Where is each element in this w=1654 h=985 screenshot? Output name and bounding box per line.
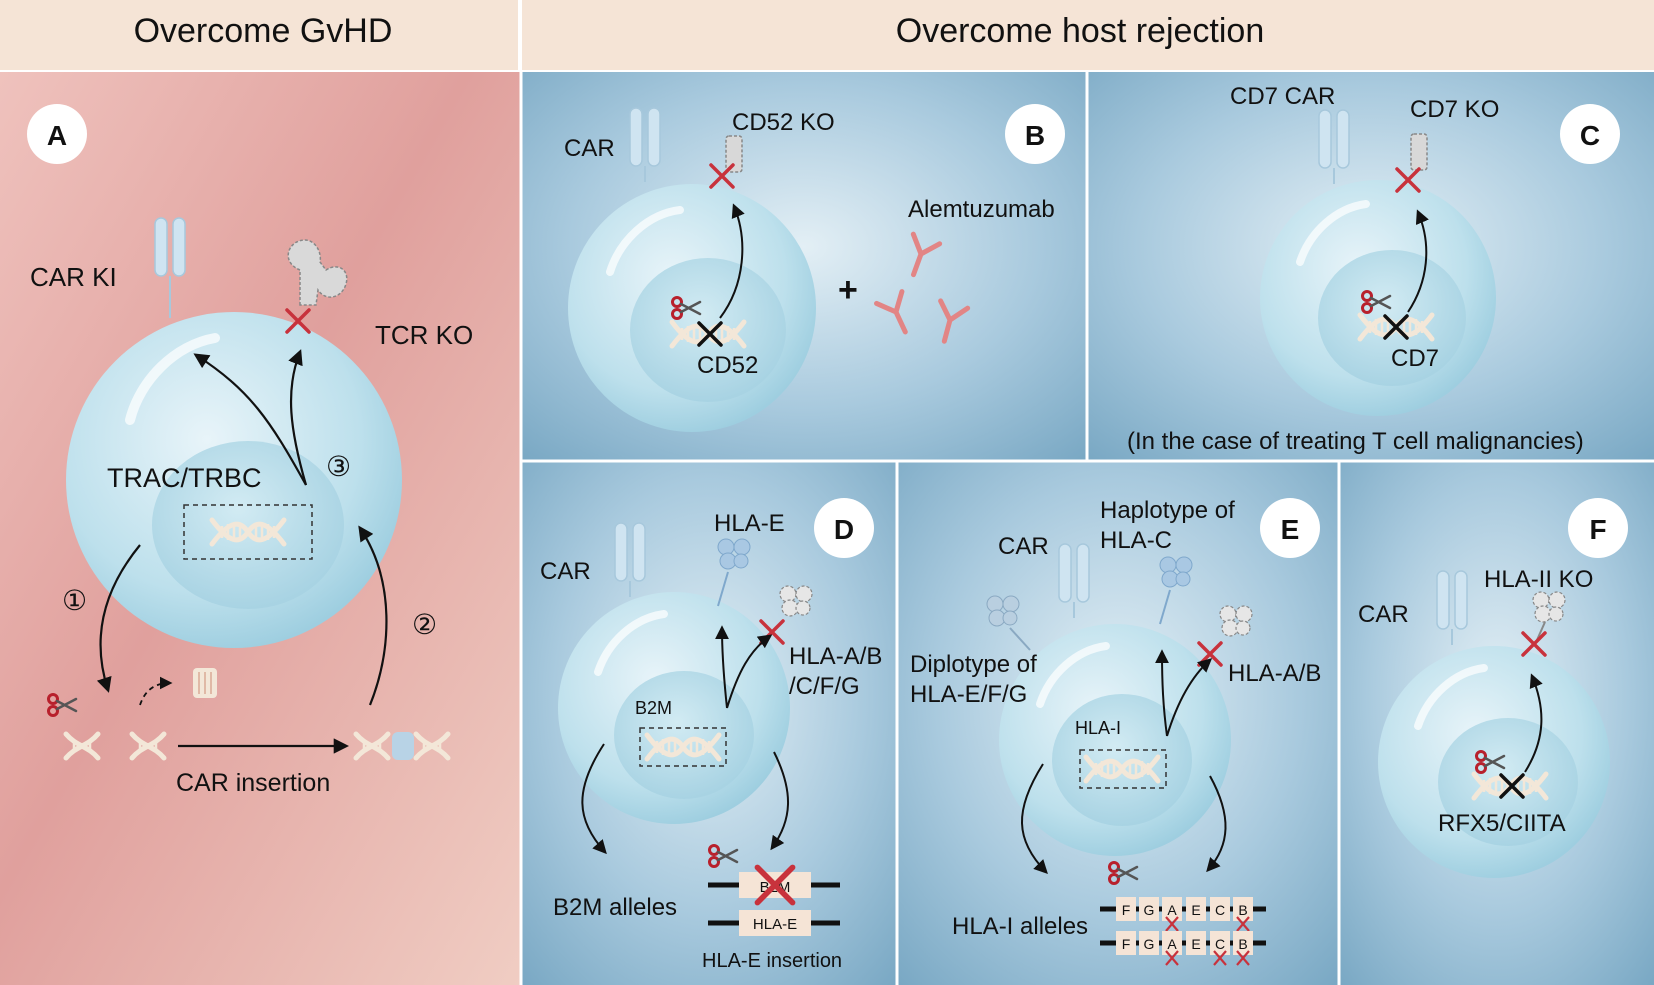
panel-f: F CAR HLA-II KO RFX5/CIITA [1358, 498, 1628, 878]
car-ki-label: CAR KI [30, 262, 117, 292]
cd7-gene-label: CD7 [1391, 345, 1439, 372]
panel-f-letter: F [1589, 514, 1606, 545]
panel-d: D B2M CAR HLA-E HLA-A/B /C/F/G B2M allel… [540, 498, 882, 972]
b2m-locus-label: B2M [635, 698, 672, 718]
svg-text:G: G [1144, 902, 1155, 918]
panel-d-badge [814, 498, 874, 558]
panel-c: C CD7 CAR CD7 KO CD7 (In the case of tre… [1127, 83, 1620, 455]
car-label-f: CAR [1358, 601, 1409, 628]
svg-text:G: G [1144, 936, 1155, 952]
hla-ii-ko-label: HLA-II KO [1484, 566, 1593, 593]
tcr-icon [287, 239, 348, 306]
step-1-marker: ① [62, 585, 87, 616]
tcr-ko-label: TCR KO [375, 320, 473, 350]
car-insertion-label: CAR insertion [176, 769, 330, 797]
panel-f-badge [1568, 498, 1628, 558]
svg-text:B: B [1238, 902, 1247, 918]
cd7-car-label: CD7 CAR [1230, 83, 1335, 110]
panel-c-badge [1560, 104, 1620, 164]
panel-c-letter: C [1580, 120, 1600, 151]
svg-text:C: C [1215, 902, 1225, 918]
hla-ab-ko-label: HLA-A/B [1228, 660, 1321, 687]
svg-text:A: A [1167, 902, 1177, 918]
car-label-d: CAR [540, 558, 591, 585]
svg-text:C: C [1215, 936, 1225, 952]
haplotype-label-line2: HLA-C [1100, 527, 1172, 554]
dna-with-insert [356, 732, 448, 760]
hla-e-allele-label: HLA-E [753, 916, 797, 933]
svg-text:E: E [1191, 902, 1200, 918]
alemtuzumab-label: Alemtuzumab [908, 196, 1055, 223]
panel-e-letter: E [1281, 514, 1300, 545]
locus-box-a [183, 504, 313, 560]
diplotype-label-line1: Diplotype of [910, 651, 1037, 678]
step-3-marker: ③ [326, 451, 351, 482]
diplotype-label-line2: HLA-E/F/G [910, 681, 1027, 708]
panel-a-letter: A [47, 120, 67, 151]
header-right: Overcome host rejection [896, 12, 1265, 50]
hla-e-insertion-label: HLA-E insertion [702, 950, 842, 972]
panel-b-badge [1005, 104, 1065, 164]
svg-text:B: B [1238, 936, 1247, 952]
cd7-ko-label: CD7 KO [1410, 96, 1499, 123]
hla-i-locus-label: HLA-I [1075, 718, 1121, 738]
cd52-receptor-icon [725, 135, 743, 173]
hla-allele-row-2: F G A E C B [1100, 931, 1266, 966]
haplotype-label-line1: Haplotype of [1100, 497, 1235, 524]
b2m-alleles-label: B2M alleles [553, 894, 677, 921]
hla-ko-label-line2: /C/F/G [789, 673, 860, 700]
hla-allele-row-1: F G A E C B [1100, 897, 1266, 932]
case-note: (In the case of treating T cell malignan… [1127, 428, 1584, 455]
panel-e-badge [1260, 498, 1320, 558]
panel-b-letter: B [1025, 120, 1045, 151]
panel-b: B CAR CD52 KO CD52 + Alemtuzumab [564, 104, 1065, 432]
hla-e-allele: HLA-E [708, 910, 840, 936]
plus-sign: + [838, 271, 858, 309]
svg-text:F: F [1122, 902, 1131, 918]
panel-d-letter: D [834, 514, 854, 545]
cd7-receptor-icon [1410, 133, 1428, 171]
hla-ko-label-line1: HLA-A/B [789, 643, 882, 670]
panel-a-badge [27, 104, 87, 164]
nucleus-a [152, 441, 344, 609]
hla-e-label: HLA-E [714, 510, 785, 537]
svg-text:A: A [1167, 936, 1177, 952]
b2m-allele-1: B2M [708, 867, 840, 902]
locus-label-a: TRAC/TRBC [107, 463, 262, 493]
rfx5-ciita-label: RFX5/CIITA [1438, 810, 1566, 837]
car-label-b: CAR [564, 135, 615, 162]
svg-text:F: F [1122, 936, 1131, 952]
car-gene-fragment [193, 668, 217, 698]
car-label-e: CAR [998, 533, 1049, 560]
svg-text:E: E [1191, 936, 1200, 952]
panel-a: A CAR KI TCR KO TRAC/TRBC ③ ① ② [27, 104, 473, 797]
hla-i-alleles-label: HLA-I alleles [952, 913, 1088, 940]
step-2-marker: ② [412, 609, 437, 640]
cd52-gene-label: CD52 [697, 352, 758, 379]
header-left: Overcome GvHD [134, 12, 393, 50]
cd52-ko-label: CD52 KO [732, 109, 835, 136]
panel-e: E HLA-I CAR Haplotype of HLA-C Diplotype… [910, 497, 1321, 966]
